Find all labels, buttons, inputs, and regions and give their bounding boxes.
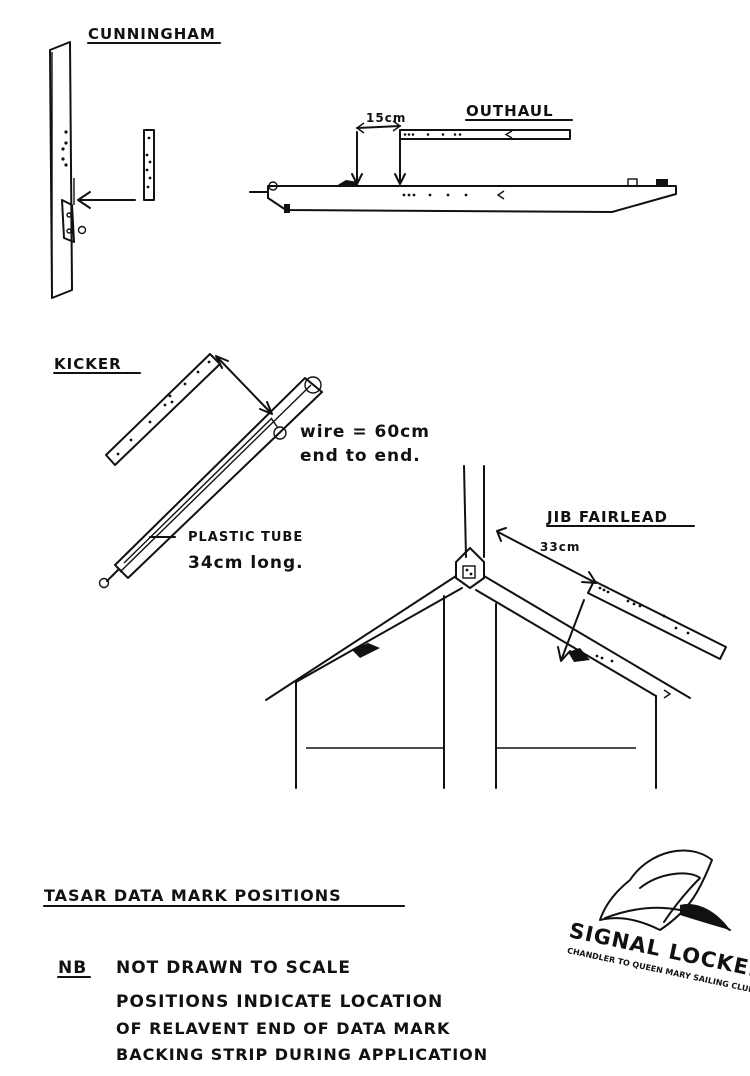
- note-line-3: OF RELAVENT END OF DATA MARK: [116, 1019, 450, 1038]
- jib-fairlead-arrow: [557, 599, 585, 662]
- cunningham-title: CUNNINGHAM: [88, 25, 216, 43]
- note-line-1: NOT DRAWN TO SCALE: [116, 958, 351, 978]
- note-line-4: BACKING STRIP DURING APPLICATION: [116, 1045, 488, 1064]
- kicker-tube-label-line2: 34cm long.: [188, 553, 304, 573]
- kicker-rod: [98, 376, 323, 589]
- cunningham-strip: [143, 129, 155, 201]
- outhaul-title: OUTHAUL: [466, 102, 554, 120]
- outhaul-dimension: 15cm: [351, 111, 406, 185]
- outhaul-section: OUTHAUL: [249, 102, 677, 213]
- kicker-section: KICKER: [53, 353, 430, 589]
- foredeck-drawing: [265, 465, 691, 789]
- kicker-dimension: [215, 355, 273, 415]
- mast-drawing: [49, 41, 87, 299]
- wire-pin-connector: [270, 417, 279, 429]
- jib-fairlead-title: JIB FAIRLEAD: [546, 508, 668, 526]
- cunningham-arrow: [77, 191, 136, 209]
- nb-label: NB: [58, 958, 87, 978]
- kicker-title: KICKER: [54, 355, 122, 373]
- outhaul-strip: [394, 129, 571, 185]
- jib-fairlead-section: JIB FAIRLEAD: [265, 465, 727, 789]
- jib-fairlead-dimension-label: 33cm: [540, 540, 580, 554]
- footer-heading: TASAR DATA MARK POSITIONS: [44, 886, 342, 905]
- kicker-strip: [105, 353, 221, 466]
- note-line-2: POSITIONS INDICATE LOCATION: [116, 992, 443, 1012]
- wire-pin: [273, 426, 287, 440]
- jib-fairlead-dimension: 33cm: [496, 527, 597, 584]
- jib-fairlead-strip: [587, 580, 727, 660]
- signal-locker-logo: SIGNAL LOCKER CHANDLER TO QUEEN MARY SAI…: [566, 849, 750, 995]
- kicker-tube-label-line1: PLASTIC TUBE: [188, 530, 303, 545]
- outhaul-dimension-label: 15cm: [366, 111, 406, 125]
- kicker-wire-label-line2: end to end.: [300, 446, 421, 466]
- kicker-wire-label-line1: wire = 60cm: [300, 422, 430, 442]
- footer-section: TASAR DATA MARK POSITIONS NB NOT DRAWN T…: [43, 886, 488, 1064]
- boom-drawing: [249, 178, 677, 213]
- cunningham-section: CUNNINGHAM: [49, 25, 221, 299]
